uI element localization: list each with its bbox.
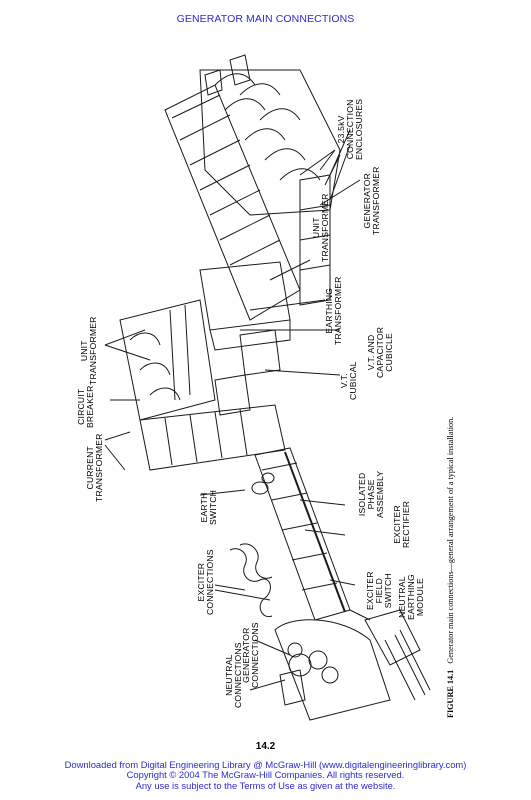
label-line: TRANSFORMER [94,433,104,502]
label-unit-transformer-left: UNIT TRANSFORMER [79,316,98,385]
footer-line-2: Copyright © 2004 The McGraw-Hill Compani… [126,769,405,781]
label-line: SWITCH [383,573,393,609]
label-vt-capacitor-cubicle: V.T. AND CAPACITOR CUBICLE [366,327,394,378]
label-exciter-connections: EXCITER CONNECTIONS [196,549,215,615]
label-isolated-phase-assembly: ISOLATED PHASE ASSEMBLY [357,470,385,518]
label-line: TRANSFORMER [333,276,343,345]
label-earthing-transformer: EARTHING TRANSFORMER [324,276,343,345]
lower-duct [139,404,286,471]
label-earth-switch: EARTH SWITCH [199,489,218,525]
label-line: CUBICLE [384,333,394,372]
label-line: TRANSFORMER [371,166,381,235]
generator-end [274,619,391,721]
label-unit-transformer-right: UNIT TRANSFORMER [311,193,330,262]
label-line: SWITCH [208,489,218,525]
label-line: ENCLOSURES [354,98,364,160]
label-neutral-connections: NEUTRAL CONNECTIONS [224,642,243,708]
caption-text: Generator main connections—general arran… [446,416,455,664]
label-exciter-rectifier: EXCITER RECTIFIER [392,500,411,548]
unit-transformer-block [199,261,291,331]
label-vt-cubical: V.T. CUBICAL [339,361,358,400]
label-line: CONNECTIONS [205,549,215,615]
label-circuit-breaker: CIRCUIT BREAKER [76,385,95,428]
right-duct [299,174,331,306]
vt-cubical [214,374,251,416]
label-line: BREAKER [85,385,95,428]
label-line: TRANSFORMER [320,193,330,262]
label-generator-transformer: GENERATOR TRANSFORMER [362,166,381,235]
label-line: ASSEMBLY [375,470,385,518]
figure-caption: FIGURE 14.1 Generator main connections—g… [446,417,455,718]
footer-line-1[interactable]: Downloaded from Digital Engineering Libr… [64,759,467,770]
label-line: CONNECTIONS [250,622,260,688]
label-line: TRANSFORMER [88,316,98,385]
label-line: CUBICAL [348,361,358,400]
label-current-transformer: CURRENT TRANSFORMER [85,433,104,502]
earth-switch [251,481,269,495]
page-number: 14.2 [255,741,276,752]
running-head: GENERATOR MAIN CONNECTIONS [176,13,355,25]
label-connection-enclosures: 23.5kV CONNECTION ENCLOSURES [336,98,364,160]
label-neutral-earthing-module: NEUTRAL EARTHING MODULE [397,574,425,620]
label-line: MODULE [415,578,425,617]
footer: Downloaded from Digital Engineering Libr… [0,759,531,791]
label-line: CONNECTIONS [233,642,243,708]
breaker-region [119,299,216,421]
label-generator-connections: GENERATOR CONNECTIONS [241,622,260,688]
label-line: RECTIFIER [401,500,411,548]
footer-line-3: Any use is subject to the Terms of Use a… [135,779,396,791]
upper-duct [164,84,301,321]
caption-label: FIGURE 14.1 [446,669,455,718]
label-exciter-field-switch: EXCITER FIELD SWITCH [365,571,393,610]
exciter-connections [229,548,273,618]
